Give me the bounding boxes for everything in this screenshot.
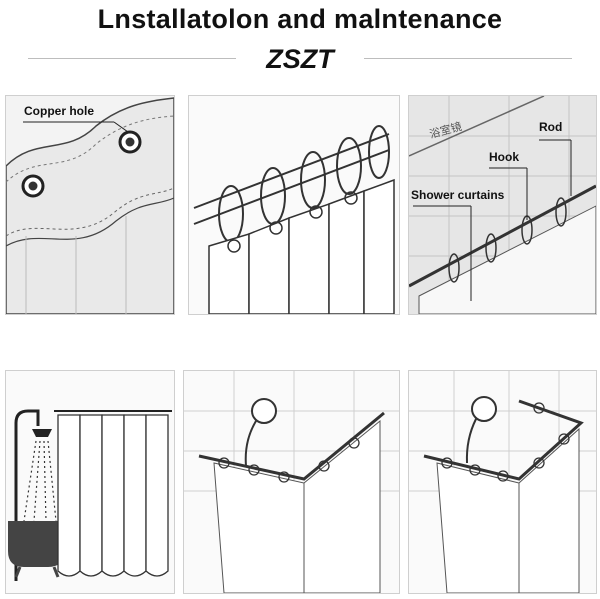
brand-divider-left — [28, 58, 236, 59]
copper-hole-label: Copper hole — [24, 104, 95, 118]
hook-label: Hook — [489, 150, 519, 164]
panel-copper-hole: Copper hole — [5, 95, 175, 315]
corner-rod-illustration-b — [409, 371, 596, 593]
brand-name: ZSZT — [266, 44, 334, 74]
rings-illustration — [193, 125, 395, 314]
panel-corner-rod-b — [408, 370, 597, 594]
panel-corner-rod-a — [183, 370, 400, 594]
bath-illustration — [8, 409, 172, 581]
panel-bath-straight-rod — [5, 370, 175, 594]
shower-curtains-label: Shower curtains — [411, 188, 505, 202]
corner-rod-illustration-a — [184, 371, 399, 593]
panel-rings-closeup — [188, 95, 400, 315]
brand-row: ZSZT — [0, 44, 600, 74]
page-title: Lnstallatolon and malntenance — [97, 4, 503, 34]
panel-rod-hook: 浴室镜 Rod Hook Shower curtains — [408, 95, 597, 315]
curtain-fabric-illustration — [6, 97, 174, 314]
rod-label: Rod — [539, 120, 563, 134]
rod-illustration — [409, 96, 596, 314]
brand-divider-right — [364, 58, 572, 59]
